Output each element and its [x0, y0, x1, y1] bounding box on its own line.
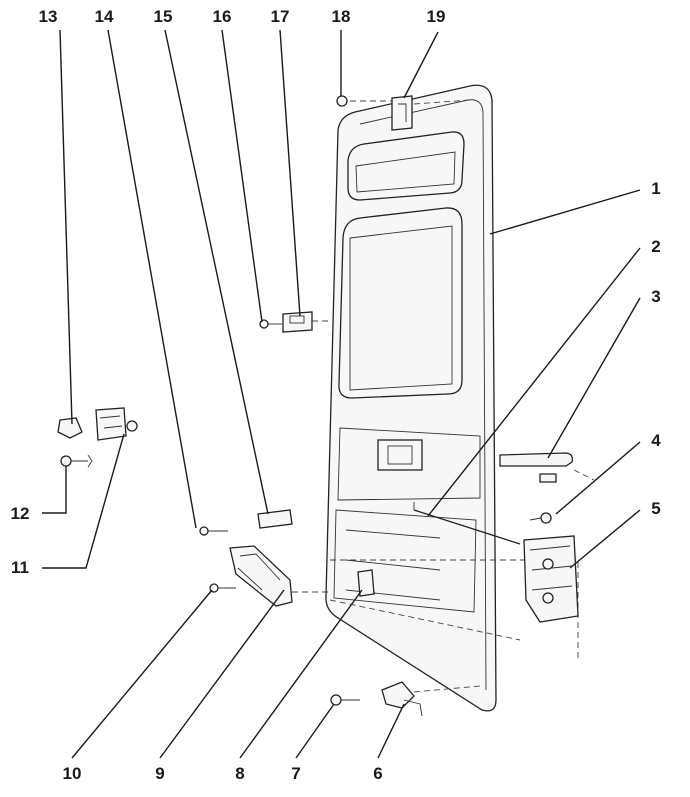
connecting-rod-2 [413, 502, 521, 545]
callout-16: 16 [213, 7, 232, 26]
callout-9: 9 [155, 764, 164, 783]
screw-10 [209, 583, 236, 593]
callout-14: 14 [95, 7, 114, 26]
callout-6: 6 [373, 764, 382, 783]
callout-12: 12 [11, 504, 30, 523]
callout-4: 4 [651, 431, 661, 450]
clip-15 [257, 509, 293, 529]
outer-handle-3 [499, 452, 595, 483]
callout-1: 1 [651, 179, 660, 198]
door-panel [325, 84, 579, 712]
screw-18 [336, 95, 348, 107]
lock-mechanism-5 [523, 535, 579, 623]
callout-7: 7 [291, 764, 300, 783]
striker-17 [282, 311, 330, 333]
hinge-bracket-13 [57, 417, 83, 439]
screw-7 [330, 694, 360, 706]
leader-lines [42, 29, 641, 759]
screw-4 [529, 512, 552, 524]
callout-18: 18 [332, 7, 351, 26]
callout-2: 2 [651, 237, 660, 256]
lock-bracket-9 [229, 545, 330, 607]
screw-14 [199, 526, 228, 536]
callout-3: 3 [651, 287, 660, 306]
callout-15: 15 [154, 7, 173, 26]
callout-10: 10 [63, 764, 82, 783]
lower-catch-6 [381, 681, 481, 717]
callout-13: 13 [39, 7, 58, 26]
callout-labels: 13 14 15 16 17 18 19 1 2 3 4 5 12 11 10 … [11, 7, 662, 783]
callout-19: 19 [427, 7, 446, 26]
screw-16 [259, 319, 282, 329]
callout-5: 5 [651, 499, 660, 518]
callout-8: 8 [235, 764, 244, 783]
hinge-block-11 [95, 407, 138, 441]
callout-11: 11 [11, 558, 29, 577]
catch-8 [357, 569, 375, 597]
callout-17: 17 [271, 7, 290, 26]
screw-12 [60, 454, 93, 468]
